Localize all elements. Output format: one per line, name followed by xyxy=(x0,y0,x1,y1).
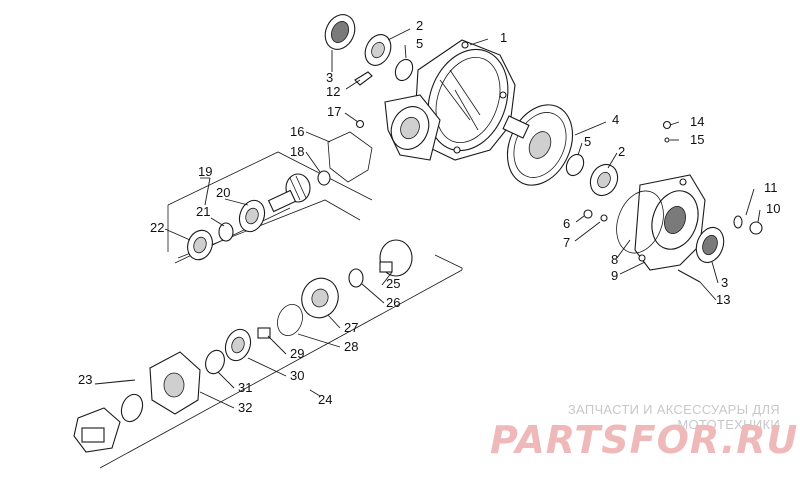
bearing-mid xyxy=(589,163,619,197)
callout-12: 12 xyxy=(326,84,340,99)
ring-31 xyxy=(205,349,225,375)
ring-gear xyxy=(502,104,574,186)
callout-26: 26 xyxy=(386,295,400,310)
callout-11: 11 xyxy=(764,180,778,195)
callout-17: 17 xyxy=(327,104,341,119)
coupler-27 xyxy=(301,277,339,319)
leader-lines xyxy=(164,28,761,409)
callout-31: 31 xyxy=(238,380,252,395)
callout-2-mid: 2 xyxy=(618,144,625,159)
callout-32: 32 xyxy=(238,400,252,415)
seal-22 xyxy=(187,229,213,261)
callout-25: 25 xyxy=(386,276,400,291)
bolt-13 xyxy=(677,269,701,283)
spacer-29 xyxy=(257,327,271,339)
callout-28: 28 xyxy=(344,339,358,354)
callout-18: 18 xyxy=(290,144,304,159)
bushing xyxy=(317,170,331,186)
watermark-caption: ЗАПЧАСТИ И АКСЕССУАРЫ ДЛЯ МОТОТЕХНИКИ xyxy=(567,402,780,432)
bolt-23 xyxy=(94,379,136,385)
plug xyxy=(355,119,365,129)
drain-plug xyxy=(749,221,763,235)
callout-1: 1 xyxy=(500,30,507,45)
seal-right xyxy=(695,226,725,264)
callout-22: 22 xyxy=(150,220,164,235)
snap-ring-26 xyxy=(348,268,364,288)
watermark-brand: PARTSFOR.RU xyxy=(490,418,799,462)
bearing-20 xyxy=(238,199,266,233)
callout-21: 21 xyxy=(196,204,210,219)
bolt-14 xyxy=(662,120,672,130)
drain-washer xyxy=(733,215,743,229)
callout-8: 8 xyxy=(611,252,618,267)
callout-27: 27 xyxy=(344,320,358,335)
callout-16: 16 xyxy=(290,124,304,139)
callout-14: 14 xyxy=(690,114,704,129)
vent-fitting xyxy=(354,71,373,86)
callout-7: 7 xyxy=(563,235,570,250)
callout-15: 15 xyxy=(690,132,704,147)
group-bracket-24 xyxy=(99,199,463,469)
callout-20: 20 xyxy=(216,185,230,200)
snap-ring-mid xyxy=(565,153,585,177)
washer-15 xyxy=(664,137,670,143)
callout-3-top: 3 xyxy=(326,70,333,85)
retaining-ring-28 xyxy=(277,304,303,336)
bearing-top xyxy=(364,34,392,66)
callout-6: 6 xyxy=(563,216,570,231)
callout-29: 29 xyxy=(290,346,304,361)
main-housing xyxy=(384,39,516,161)
pinion-gear xyxy=(267,173,311,213)
callout-23: 23 xyxy=(78,372,92,387)
callout-2-top: 2 xyxy=(416,18,423,33)
bearing-30 xyxy=(224,328,252,362)
seal-top xyxy=(324,14,356,50)
plug-6 xyxy=(583,209,593,219)
spacer-21 xyxy=(218,222,234,242)
gasket xyxy=(327,131,373,183)
callout-4: 4 xyxy=(612,112,619,127)
callout-19: 19 xyxy=(198,164,212,179)
callout-30: 30 xyxy=(290,368,304,383)
callout-10: 10 xyxy=(766,201,780,216)
callout-3-right: 3 xyxy=(721,275,728,290)
seal-32 xyxy=(120,393,144,423)
rear-cover xyxy=(634,174,706,271)
washer-7 xyxy=(600,214,608,222)
output-housing xyxy=(149,351,201,415)
callout-5-top: 5 xyxy=(416,36,423,51)
output-flange xyxy=(73,407,121,453)
callout-9: 9 xyxy=(611,268,618,283)
snap-ring-top xyxy=(394,58,414,82)
callout-13: 13 xyxy=(716,292,730,307)
callout-24: 24 xyxy=(318,392,332,407)
callout-labels: 1 2 2 3 3 4 5 5 6 7 8 9 10 11 12 13 14 1… xyxy=(78,18,780,415)
cover-gasket xyxy=(616,190,664,254)
callout-5-mid: 5 xyxy=(584,134,591,149)
coupler-25 xyxy=(379,239,413,277)
